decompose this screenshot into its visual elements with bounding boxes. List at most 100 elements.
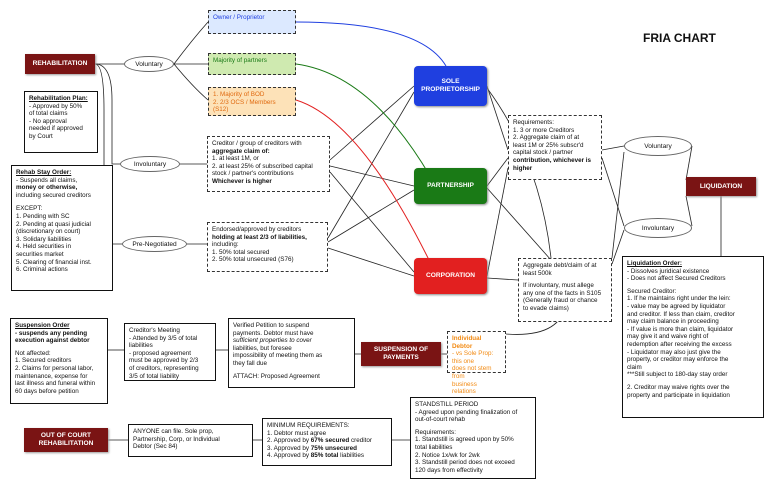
involuntary-line: 2. at least 25% of subscribed capital — [212, 162, 313, 170]
standstill-line: 1. Standstill is agreed upon by 50% — [415, 436, 514, 444]
individual-debtor-line: - vs Sole Prop: this one — [452, 350, 494, 365]
line-invbox-to-corporation — [329, 171, 415, 273]
corporate-approval-line: 2. 2/3 OCS / Members — [213, 98, 276, 106]
rehab-stay-order-line: - Suspends all claims, — [16, 176, 78, 184]
corporate-approval-line: 1. Majority of BOD — [213, 91, 265, 98]
verified-petition-box: Verified Petition to suspend payments. D… — [228, 318, 355, 388]
standstill-line: total liabilities — [415, 443, 453, 451]
line-voluntary-to-owner — [173, 21, 209, 65]
pre-negotiated-line: 1. 50% total secured — [212, 248, 270, 256]
line-invbox-to-partnership — [329, 165, 415, 187]
owner-proprietor-label: Owner / Proprietor — [213, 14, 265, 21]
minimum-requirements-title: MINIMUM REQUIREMENTS: — [267, 422, 350, 429]
aggregate-debt-line: (Generally fraud or chance — [523, 297, 598, 305]
liquidation-order-line: - If value is more than claim, liquidato… — [627, 325, 734, 333]
involuntary-line: stock / partner's contributions — [212, 170, 294, 178]
liquidation-order-line: ***Still subject to 180-day stay order — [627, 371, 728, 379]
standstill-period-box: STANDSTILL PERIOD - Agreed upon pending … — [410, 397, 536, 479]
individual-debtor-box: Individual Debtor - vs Sole Prop: this o… — [447, 331, 506, 395]
standstill-line: out-of-court rehab — [415, 416, 466, 424]
creditors-meeting-box: Creditor's Meeting - Attended by 3/5 of … — [124, 323, 216, 381]
suspension-order-item: 2. Claims for personal labor, — [15, 364, 94, 372]
standstill-line: 3. Standstill period does not exceed — [415, 459, 515, 467]
liquidation-requirements-line: capital stock / partner — [513, 149, 573, 157]
rehab-stay-exception: 5. Clearing of financial inst. — [16, 258, 92, 266]
liquidation-requirements-box: Requirements: 1. 3 or more Creditors 2. … — [508, 115, 602, 180]
verified-petition-line: impossibility of meeting them as — [233, 352, 323, 360]
liquidation-order-title: Liquidation Order: — [627, 260, 682, 267]
individual-debtor-line: does not stem from — [452, 365, 492, 380]
verified-petition-line: payments. Debtor must have — [233, 329, 314, 337]
involuntary-line: 1. at least 1M, or — [212, 155, 259, 163]
rehab-stay-order-line: money or otherwise, — [16, 184, 78, 192]
rehab-stay-exception: 1. Pending with SC — [16, 212, 70, 220]
mode-involuntary: Involuntary — [120, 156, 180, 172]
pre-negotiated-line: holding at least 2/3 of liabilities, — [212, 233, 307, 241]
creditors-meeting-line: must be approved by 2/3 — [129, 357, 199, 365]
line-prebox-to-partnership — [327, 189, 415, 243]
pre-negotiated-line: Endorsed/approved by creditors — [212, 226, 302, 233]
line-rehab-to-prenegotiated — [94, 63, 122, 245]
suspension-order-line: execution against debtor — [15, 337, 90, 345]
aggregate-debt-line: any one of the facts in S105 — [523, 289, 602, 297]
rehab-stay-exception: 3. Solidary liabilities — [16, 235, 72, 243]
line-sole-to-req — [486, 85, 509, 151]
line-invbox-to-sole — [329, 85, 415, 161]
line-req-to-liq-voluntary — [601, 145, 625, 151]
liquidation-voluntary: Voluntary — [624, 136, 692, 156]
standstill-line: Requirements: — [415, 428, 456, 436]
rehab-stay-except-label: EXCEPT: — [16, 205, 43, 213]
rehabilitation-plan-line: by Court — [29, 132, 53, 140]
minimum-line-secured: 2. Approved by 67% secured creditor — [267, 437, 373, 445]
line-partners-to-partnership — [295, 63, 431, 177]
rehab-stay-exception: securities market — [16, 250, 64, 258]
pre-negotiated-line: including: — [212, 241, 239, 249]
liquidation-order-line: property and participate in liquidation — [627, 391, 730, 399]
involuntary-requirements-box: Creditor / group of creditors with aggre… — [207, 136, 330, 192]
line-corporate-to-corporation — [295, 99, 431, 263]
line-corporation-to-debt — [486, 277, 519, 281]
line-prebox-to-corporation — [327, 247, 415, 277]
liquidation-order-line: - Dissolves juridical existence — [627, 267, 710, 275]
pre-negotiated-line: 2. 50% total unsecured (S76) — [212, 256, 294, 264]
aggregate-debt-line: Aggregate debt/claim of at — [523, 262, 597, 269]
liquidation-involuntary: Involuntary — [624, 218, 692, 238]
liquidation-requirements-line: contribution, whichever is — [513, 156, 592, 164]
anyone-can-file-box: ANYONE can file. Sole prop, Partnership,… — [128, 424, 253, 457]
individual-debtor-line: business relations — [452, 380, 477, 396]
rehabilitation-plan-line: - No approval — [29, 117, 67, 125]
mode-pre-negotiated: Pre-Negotiated — [122, 236, 187, 252]
suspension-order-line: - suspends any pending — [15, 329, 88, 337]
suspension-order-item: last illness and funeral within — [15, 380, 96, 388]
partnership-node: PARTNERSHIP — [414, 168, 487, 204]
creditors-meeting-title: Creditor's Meeting — [129, 327, 180, 334]
liquidation-order-line: may claim balance in proceeding — [627, 318, 719, 326]
suspension-order-item: 60 days before petition — [15, 387, 79, 395]
liquidation-order-line: property, or creditor may enforce the — [627, 356, 729, 364]
liquidation-order-line: - value may be agreed by liquidator — [627, 302, 726, 310]
aggregate-debt-line: If involuntary, must allege — [523, 282, 594, 290]
creditors-meeting-line: of creditors, representing — [129, 364, 199, 372]
line-debt-to-liq-voluntary — [611, 151, 625, 259]
liquidation-order-line: 1. If he maintains right under the lein: — [627, 295, 731, 303]
line-liq-involuntary-to-label — [685, 195, 693, 227]
liquidation-requirements-line: 1. 3 or more Creditors — [513, 126, 575, 134]
line-liq-voluntary-to-label — [685, 145, 693, 181]
verified-petition-line: liabilities, but foresee — [233, 344, 292, 352]
rehabilitation-plan-line: - Approved by 50% — [29, 102, 83, 110]
rehab-stay-order-line: including secured creditors — [16, 191, 91, 199]
rehab-stay-exception: (discretionary on court) — [16, 228, 81, 236]
verified-petition-line: ATTACH: Proposed Agreement — [233, 372, 320, 380]
creditors-meeting-line: - proposed agreement — [129, 349, 191, 357]
liquidation-order-line: - Does not affect Secured Creditors — [627, 275, 726, 283]
corporate-approval-box: 1. Majority of BOD 2. 2/3 OCS / Members … — [208, 87, 296, 116]
line-rehab-to-involuntary — [94, 63, 120, 165]
liquidation-order-line: may give it and waive right of — [627, 333, 709, 341]
minimum-requirements-box: MINIMUM REQUIREMENTS: 1. Debtor must agr… — [262, 418, 392, 466]
verified-petition-line: Verified Petition to suspend — [233, 322, 310, 329]
minimum-line-total: 4. Approved by 85% total liabilities — [267, 452, 364, 460]
anyone-line: Debtor (Sec 84) — [133, 443, 178, 451]
involuntary-line: Whichever is higher — [212, 177, 272, 185]
aggregate-debt-line: least 500k — [523, 269, 552, 277]
creditors-meeting-line: - Attended by 3/5 of total — [129, 334, 198, 342]
